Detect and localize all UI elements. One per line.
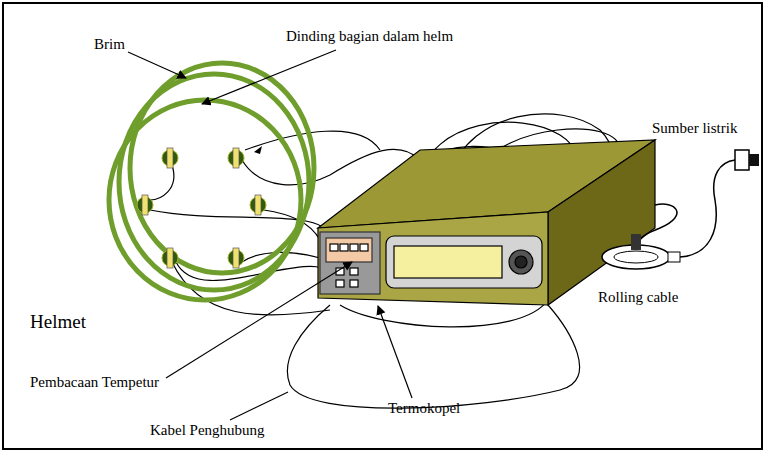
thermocouple-sensors [137, 146, 266, 268]
part-label: Helmet [28, 312, 88, 333]
part-label: Dinding bagian dalam helm [284, 28, 455, 45]
part-label: Brim [92, 36, 127, 53]
helmet-rings [109, 63, 314, 300]
part-label: Sumber listrik [650, 120, 739, 137]
part-label: Pembacaan Tempetur [28, 374, 161, 391]
part-label: Rolling cable [596, 289, 680, 306]
leader-lines [128, 50, 412, 420]
frame [3, 3, 762, 449]
part-label: Kabel Penghubung [148, 422, 267, 439]
part-label: Termokopel [386, 400, 462, 417]
rolling-cable [602, 150, 759, 269]
data-logger [318, 140, 655, 305]
